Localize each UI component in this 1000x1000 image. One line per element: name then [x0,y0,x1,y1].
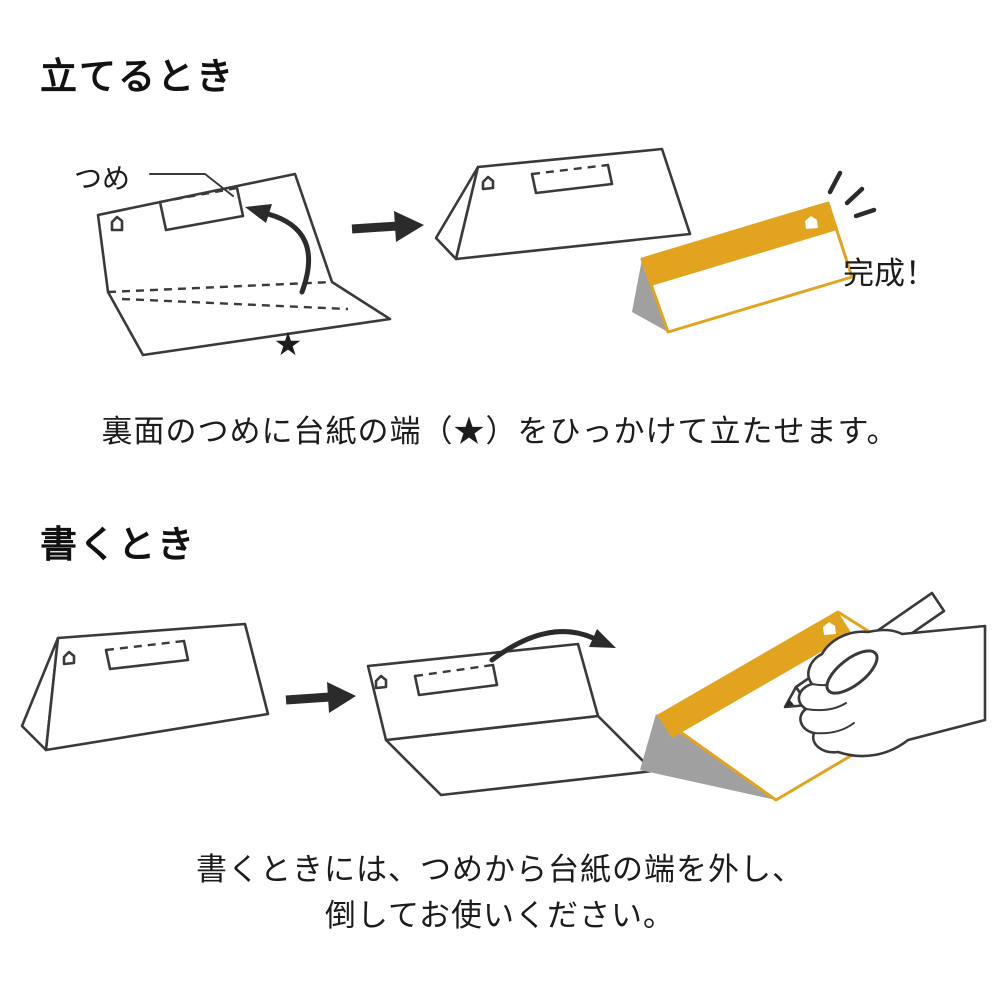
finger-line [813,722,855,735]
pen-nib [785,699,794,707]
standing-card-front [454,147,692,261]
write-caption-line1: 書くときには、つめから台紙の端を外し、 [196,852,804,887]
star-symbol: ★ [274,326,303,362]
finger-line [805,702,847,712]
emphasis-mark [827,170,843,195]
tab-notch-icon [481,175,495,191]
slot-fold-dashed [531,163,609,176]
complete-label: 完成！ [843,256,936,291]
stand-section-title: 立てるとき [40,56,235,97]
slot-cut-line [158,186,245,232]
stand-diagram: ★ つめ 完成！ [74,147,936,362]
write-diagram [20,591,987,802]
step-arrow-1 [351,211,424,242]
finished-card-illustration: 完成！ [632,170,936,334]
emphasis-mark [844,186,865,206]
finished-card-band [642,203,837,286]
slot-cut-line [104,639,190,671]
support-fold-dashed [121,297,349,311]
flat-card-illustration: ★ つめ [74,163,392,362]
finished-card-side [632,259,668,332]
open-arrow-head [589,629,616,648]
lift-arrow-curve [265,211,312,295]
tab-notch-icon [374,674,388,690]
slot-cut-line [530,163,614,195]
card-opening-illustration [366,629,655,797]
emphasis-mark [853,207,877,219]
fold-line-dashed [107,280,333,294]
step-arrow-2-head [327,682,356,713]
tsume-leader-line [149,173,234,197]
standing-card-front [44,622,270,752]
stand-caption: 裏面のつめに台紙の端（★）をひっかけて立たせます。 [101,414,899,449]
slot-cut-line [413,663,499,697]
flat-card-band [658,612,852,738]
step-arrow-1-shaft [351,221,399,234]
step-arrow-2-shaft [285,692,331,705]
step-arrow-2 [285,682,356,713]
thumb [825,649,879,695]
write-caption-line2: 倒してお使いください。 [324,898,676,933]
standing-card-illustration [434,147,692,261]
standing-card-closed [20,622,270,752]
writing-hand-illustration [640,591,987,802]
lift-arrow-head [245,204,272,223]
open-arrow-curve [489,629,596,663]
hand [797,624,987,758]
tab-notch-icon [62,650,76,666]
tab-notch-icon [823,622,836,635]
flat-card-outline [96,172,392,357]
tsume-label: つめ [74,163,130,194]
step-arrow-1-head [394,211,424,242]
write-section-title: 書くとき [40,524,196,565]
tab-notch-icon [805,216,818,229]
tab-notch-icon [110,215,124,232]
